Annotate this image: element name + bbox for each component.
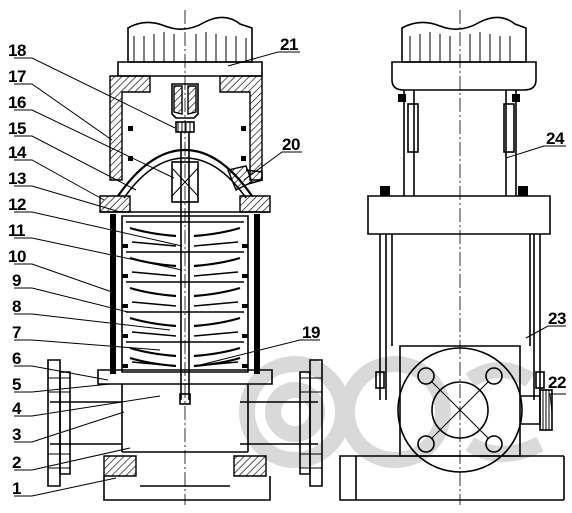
callout-14: 14 — [8, 143, 27, 162]
callout-21: 21 — [280, 35, 298, 54]
side-base — [339, 345, 565, 501]
motor-bracket — [109, 75, 263, 181]
callout-5: 5 — [12, 375, 21, 394]
stage — [122, 221, 248, 248]
impeller-stages — [121, 215, 249, 405]
motor-top — [117, 16, 263, 77]
side-motor-top — [391, 16, 537, 91]
leader-lines — [14, 51, 566, 497]
pump-base — [47, 359, 323, 501]
callout-1: 1 — [12, 479, 21, 498]
callout-15: 15 — [8, 119, 26, 138]
callout-18: 18 — [8, 41, 26, 60]
watermark-logo — [239, 356, 544, 468]
callout-4: 4 — [12, 399, 22, 418]
callout-labels-right: 21 20 19 24 23 22 — [280, 35, 566, 392]
callout-7: 7 — [12, 323, 21, 342]
callout-24: 24 — [546, 129, 565, 148]
callout-19: 19 — [302, 323, 320, 342]
coupling — [171, 83, 199, 133]
callout-13: 13 — [8, 169, 26, 188]
section-view — [47, 10, 323, 505]
side-upper-flange — [367, 186, 551, 235]
callout-22: 22 — [548, 373, 566, 392]
upper-cover — [117, 148, 263, 203]
callout-20: 20 — [282, 135, 300, 154]
callout-2: 2 — [12, 453, 21, 472]
callout-6: 6 — [12, 349, 21, 368]
pump-shaft — [180, 132, 190, 400]
stage — [122, 281, 248, 308]
callout-9: 9 — [12, 271, 21, 290]
callout-labels-left: 18 17 16 15 14 13 12 11 10 9 8 7 6 5 4 3… — [8, 41, 27, 498]
side-barrel — [375, 234, 545, 400]
callout-12: 12 — [8, 195, 26, 214]
callout-3: 3 — [12, 425, 21, 444]
side-bracket — [398, 90, 520, 196]
outer-barrel — [110, 214, 260, 374]
callout-16: 16 — [8, 93, 26, 112]
callout-10: 10 — [8, 247, 26, 266]
callout-17: 17 — [8, 67, 26, 86]
callout-8: 8 — [12, 297, 21, 316]
callout-23: 23 — [548, 309, 566, 328]
stage — [122, 311, 248, 338]
callout-11: 11 — [8, 221, 25, 240]
side-view — [339, 10, 565, 505]
